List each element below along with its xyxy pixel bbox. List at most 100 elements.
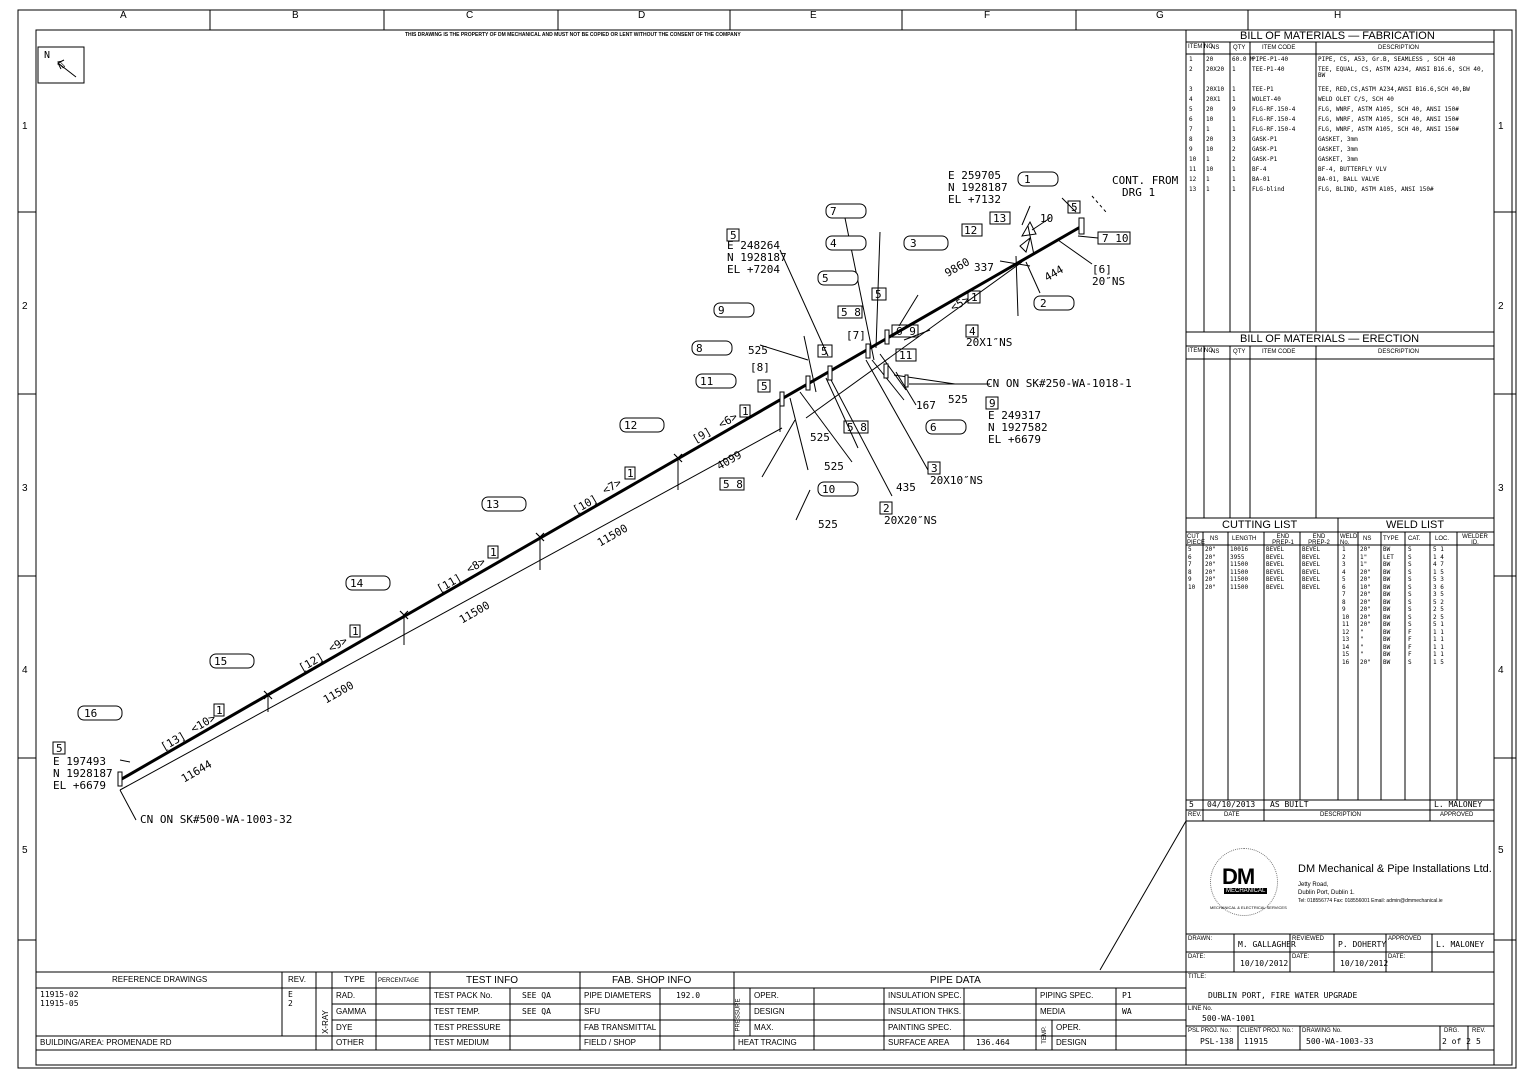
- item-tag: 2: [883, 502, 890, 515]
- item-tag: 9: [989, 397, 996, 410]
- revision-description: AS BUILT: [1270, 800, 1309, 809]
- item-tag: 5: [875, 288, 882, 301]
- item-tag: 1: [490, 546, 497, 559]
- bom-fab-cell: 60.0 M: [1232, 56, 1254, 63]
- heat-tracing-label: HEAT TRACING: [738, 1038, 797, 1047]
- weld-col-ns: NS: [1363, 536, 1372, 542]
- weld-list-cell: 8: [1342, 598, 1346, 606]
- bom-fab-cell: 9: [1232, 106, 1236, 113]
- psl-label: PSL PROJ. No.:: [1188, 1028, 1232, 1034]
- bom-fab-cell: 5: [1189, 106, 1193, 113]
- bom-erect-title: BILL OF MATERIALS — ERECTION: [1240, 333, 1420, 345]
- cut-col-length: LENGTH: [1232, 536, 1257, 542]
- bom-fab-cell: 1: [1206, 176, 1210, 183]
- bom-fab-cell: 1: [1206, 186, 1210, 193]
- weld-list-cell: 20": [1360, 658, 1371, 666]
- drawn-date: 10/10/2012: [1240, 959, 1289, 968]
- surface-area-value: 136.464: [976, 1038, 1010, 1047]
- temp-field: DESIGN: [1056, 1038, 1087, 1047]
- bom-fab-cell: FLG-RF.150-4: [1252, 106, 1296, 113]
- weld-col-loc: LOC.: [1435, 536, 1450, 542]
- weld-list-cell: S: [1408, 546, 1412, 553]
- cut-col-prep1: END PREP-1: [1272, 534, 1294, 546]
- painting-field: PAINTING SPEC.: [888, 1023, 952, 1032]
- weld-list-cell: S: [1408, 576, 1412, 583]
- weld-list-cell: S: [1408, 583, 1412, 591]
- bom-fab-cell: 1: [1206, 156, 1210, 163]
- weld-list-cell: S: [1408, 598, 1412, 606]
- bom-fab-cell: 9: [1189, 146, 1193, 153]
- coord-e-2: E 248264: [727, 239, 780, 252]
- weld-list-cell: 1": [1360, 561, 1368, 568]
- weld-list-cell: 20": [1360, 576, 1371, 583]
- coord-n-2: N 1928187: [727, 251, 787, 264]
- item-tag: 5: [821, 345, 828, 358]
- bom-col-item: ITEM NO.: [1188, 44, 1215, 50]
- xray-label: X-RAY: [320, 1010, 330, 1034]
- bom-fab-cell: WELD OLET C/S, SCH 40: [1318, 96, 1394, 103]
- weld-list-cell: ": [1360, 636, 1364, 643]
- item-tag: 5: [761, 380, 768, 393]
- bom-fab-cell: 20: [1206, 56, 1214, 63]
- bom-fab-cell: GASKET, 3mm: [1318, 146, 1358, 153]
- weld-tag: 2: [1040, 297, 1047, 310]
- weld-list-cell: 20": [1360, 568, 1371, 576]
- weld-list-cell: BW: [1383, 613, 1391, 621]
- fab-shop-header: FAB. SHOP INFO: [612, 975, 692, 986]
- cutting-list-cell: 9: [1188, 576, 1192, 583]
- bom-fab-cell: FLG, BLIND, ASTM A105, ANSI 150#: [1318, 186, 1434, 193]
- weld-tag: 4: [830, 237, 837, 250]
- fab-field-label: FIELD / SHOP: [584, 1038, 637, 1047]
- cutting-list-cell: 11500: [1230, 561, 1249, 568]
- weld-list-cell: 20": [1360, 613, 1371, 621]
- sheet-number: 2 of 2: [1442, 1037, 1471, 1046]
- line-label: LINE No.: [1188, 1006, 1213, 1012]
- bom-erect-col-item: ITEM NO.: [1188, 348, 1215, 354]
- piping-spec-value: P1: [1122, 991, 1132, 1000]
- weld-list-cell: 3 5: [1433, 591, 1444, 598]
- title-label: TITLE:: [1188, 974, 1207, 980]
- cutting-list-cell: BEVEL: [1302, 583, 1321, 591]
- insulation-field: INSULATION THKS.: [888, 1007, 962, 1016]
- cutting-list-cell: BEVEL: [1266, 561, 1285, 568]
- client-project: 11915: [1244, 1037, 1269, 1046]
- coord-e-4: E 197493: [53, 755, 106, 768]
- weld-list-cell: 1: [1342, 546, 1346, 553]
- ref-rev-2: 2: [288, 999, 293, 1008]
- cutting-list-cell: BEVEL: [1266, 546, 1285, 553]
- bom-fab-cell: 2: [1232, 146, 1236, 153]
- weld-col-type: TYPE: [1383, 536, 1399, 542]
- cutting-list-cell: 8: [1188, 568, 1192, 576]
- bom-fab-cell: 10: [1189, 156, 1197, 163]
- reviewed-by: P. DOHERTY: [1338, 940, 1387, 949]
- cutting-list-cell: 20": [1205, 576, 1216, 583]
- fab-field-label: PIPE DIAMETERS: [584, 991, 652, 1000]
- media-label: MEDIA: [1040, 1007, 1066, 1016]
- bom-fab-cell: 1: [1232, 116, 1236, 123]
- xray-pct-header: PERCENTAGE: [378, 978, 419, 984]
- bom-col-ns: NS: [1211, 45, 1220, 51]
- coord-n-1: N 1928187: [948, 181, 1008, 194]
- dimension-label: 525: [948, 393, 968, 406]
- drawing-no-label: DRAWING No.: [1302, 1028, 1342, 1034]
- item-tag: 6 9: [896, 325, 916, 338]
- weld-list-cell: 15: [1342, 651, 1350, 658]
- test-field-label: TEST PACK No.: [434, 991, 493, 1000]
- bom-fab-cell: TEE-P1-40: [1252, 66, 1285, 73]
- weld-list-cell: 12: [1342, 628, 1350, 636]
- weld-list-cell: F: [1408, 636, 1412, 643]
- weld-list-cell: 5 1: [1433, 621, 1444, 628]
- weld-list-cell: 1 1: [1433, 636, 1444, 643]
- weld-list-cell: F: [1408, 643, 1412, 651]
- item-tag: 1: [742, 405, 749, 418]
- pressure-field: DESIGN: [754, 1007, 785, 1016]
- cutting-list-cell: 20": [1205, 546, 1216, 553]
- bom-fab-cell: 20X10: [1206, 86, 1225, 93]
- col-label-c: C: [466, 10, 474, 21]
- bom-fab-cell: BF-4: [1252, 166, 1267, 173]
- size-note: 20X10″NS: [930, 474, 983, 487]
- coord-n-4: N 1928187: [53, 767, 113, 780]
- building-area: BUILDING/AREA: PROMENADE RD: [40, 1038, 172, 1047]
- bom-fab-cell: BF-4, BUTTERFLY VLV: [1318, 166, 1387, 173]
- logo-mark: DM: [1222, 864, 1255, 889]
